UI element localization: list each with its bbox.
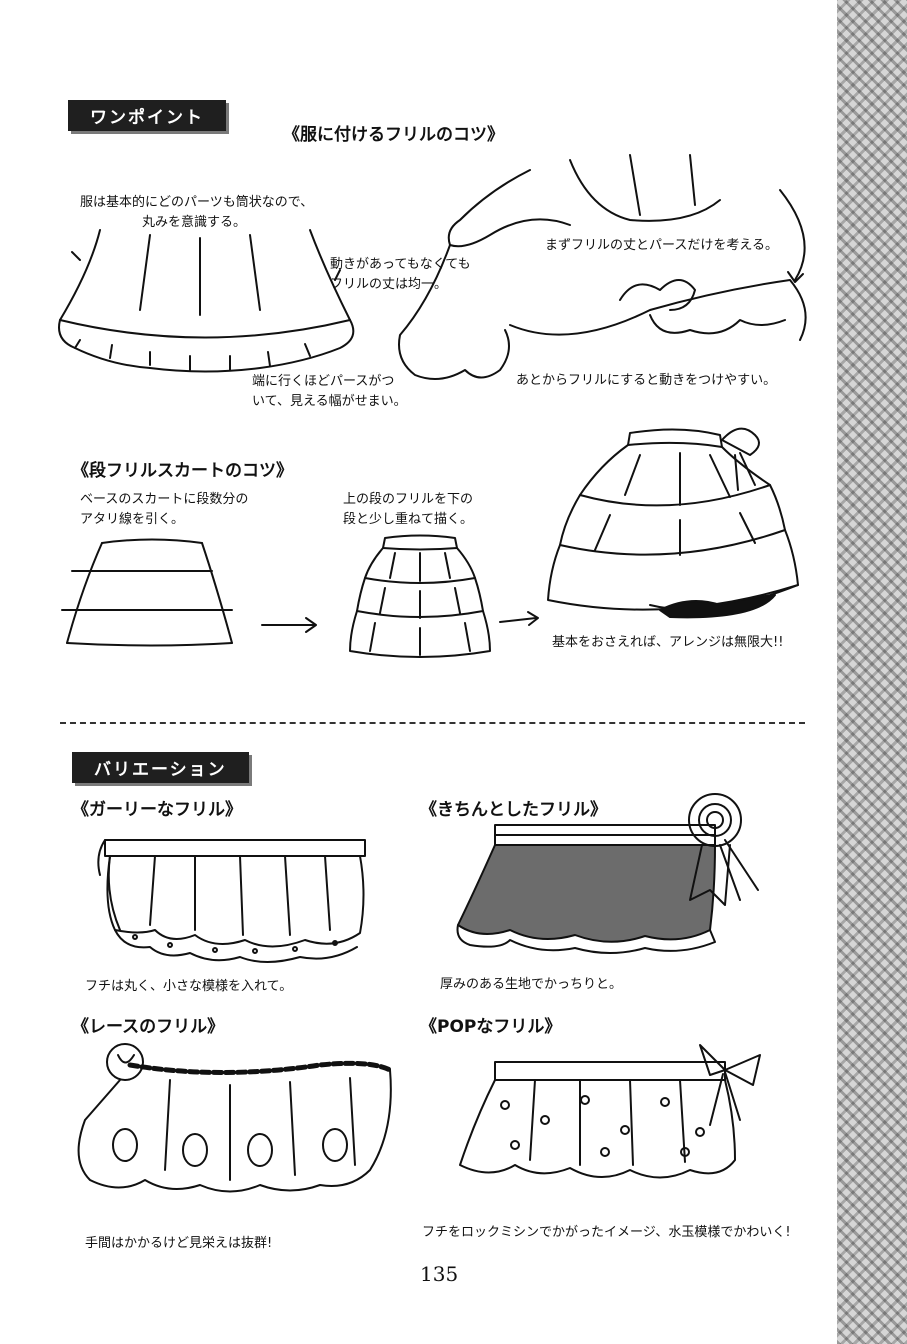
after-note: あとからフリルにすると動きをつけやすい。	[516, 373, 777, 388]
arrow-right-icon	[499, 611, 539, 626]
clothes-frill-heading: 《服に付けるフリルのコツ》	[283, 125, 504, 145]
tube-note: 服は基本的にどのパーツも筒状なので、 丸みを意識する。	[80, 195, 314, 230]
base-note: ベースのスカートに段数分の アタリ線を引く。	[80, 492, 249, 527]
houndstooth-side-pattern	[837, 0, 907, 1344]
lace-frill-illustration	[77, 1043, 393, 1193]
first-note: まずフリルの丈とパースだけを考える。	[545, 238, 778, 253]
three-tier-skirt-illustration	[349, 534, 491, 658]
pop-heading: 《POPなフリル》	[420, 1017, 562, 1037]
overlap-note: 上の段のフリルを下の 段と少し重ねて描く。	[343, 492, 474, 527]
neat-frill-illustration	[456, 793, 759, 954]
variation-tag: バリエーション	[72, 752, 249, 783]
onepoint-tag: ワンポイント	[68, 100, 226, 131]
flowing-frill-illustration	[398, 154, 807, 380]
skirt-hem-illustration	[58, 229, 355, 373]
lace-caption: 手間はかかるけど見栄えは抜群!	[85, 1236, 273, 1251]
base-skirt-guide-illustration	[61, 538, 233, 647]
pop-frill-illustration	[459, 1044, 761, 1179]
arrow-right-icon	[261, 617, 317, 633]
arrange-note: 基本をおさえれば、アレンジは無限大!!	[552, 635, 784, 650]
page-number: 135	[420, 1262, 459, 1286]
tiered-skirt-heading: 《段フリルスカートのコツ》	[72, 461, 293, 481]
arranged-tiered-skirt-illustration	[547, 427, 799, 619]
neat-caption: 厚みのある生地でかっちりと。	[440, 977, 623, 992]
section-divider	[60, 722, 805, 724]
neat-heading: 《きちんとしたフリル》	[420, 800, 607, 820]
girly-heading: 《ガーリーなフリル》	[72, 800, 242, 820]
movement-note: 動きがあってもなくても フリルの丈は均一。	[330, 257, 471, 292]
girly-frill-illustration	[97, 839, 366, 963]
pop-caption: フチをロックミシンでかがったイメージ、水玉模様でかわいく!	[422, 1225, 791, 1240]
edge-note: 端に行くほどパースがつ いて、見える幅がせまい。	[252, 374, 407, 409]
girly-caption: フチは丸く、小さな模様を入れて。	[85, 979, 293, 994]
lace-heading: 《レースのフリル》	[72, 1017, 225, 1037]
